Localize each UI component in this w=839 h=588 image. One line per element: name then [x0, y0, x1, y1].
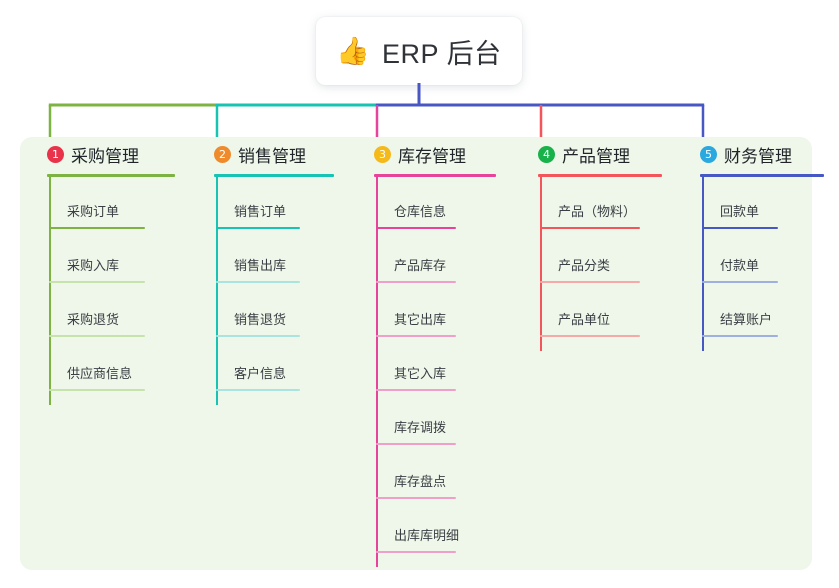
branch-number-badge: 3	[374, 145, 391, 163]
leaf-item[interactable]: 其它入库	[376, 339, 476, 393]
leaf-item[interactable]: 采购订单	[49, 177, 165, 231]
branch-title: 采购管理	[71, 146, 139, 166]
leaf-item-label: 结算账户	[720, 312, 773, 327]
leaf-item-rule	[216, 281, 300, 283]
leaf-item-label: 回款单	[720, 204, 760, 219]
leaf-item-label: 库存盘点	[394, 474, 447, 489]
branch-spine	[702, 177, 704, 351]
branch-column-5: 5 财务管理回款单付款单结算账户	[682, 137, 824, 351]
branch-header-2[interactable]: 2 销售管理	[196, 137, 306, 171]
leaf-item-label: 产品分类	[558, 258, 611, 273]
leaf-item-rule	[540, 335, 640, 337]
leaf-item-rule	[216, 389, 300, 391]
leaf-item-rule	[49, 227, 145, 229]
leaf-item-rule	[376, 389, 456, 391]
leaf-item[interactable]: 销售出库	[216, 231, 320, 285]
branch-title: 财务管理	[724, 146, 792, 166]
root-node-erp-backend[interactable]: 👍 ERP 后台	[316, 17, 522, 85]
leaf-item-rule	[376, 227, 456, 229]
leaf-item[interactable]: 结算账户	[702, 285, 798, 339]
leaf-item[interactable]: 销售退货	[216, 285, 320, 339]
leaf-item[interactable]: 销售订单	[216, 177, 320, 231]
branch-header-3[interactable]: 3 库存管理	[356, 137, 466, 171]
leaf-item-label: 出库库明细	[394, 528, 460, 543]
leaf-item-label: 产品库存	[394, 258, 447, 273]
branch-title: 产品管理	[562, 146, 630, 166]
leaf-item[interactable]: 产品单位	[540, 285, 660, 339]
leaf-item-rule	[376, 551, 456, 553]
leaf-item-rule	[376, 281, 456, 283]
branch-number-badge: 5	[700, 145, 717, 163]
leaf-item[interactable]: 采购退货	[49, 285, 165, 339]
leaf-item-rule	[376, 335, 456, 337]
leaf-item-label: 供应商信息	[67, 366, 133, 381]
leaf-item-label: 库存调拨	[394, 420, 447, 435]
leaf-item-label: 销售出库	[234, 258, 287, 273]
leaf-item[interactable]: 回款单	[702, 177, 798, 231]
leaf-item-rule	[49, 335, 145, 337]
leaf-item-label: 销售订单	[234, 204, 287, 219]
leaf-item-label: 客户信息	[234, 366, 287, 381]
branch-header-5[interactable]: 5 财务管理	[682, 137, 792, 171]
branch-header-rule	[374, 174, 496, 177]
branch-header-4[interactable]: 4 产品管理	[520, 137, 630, 171]
leaf-item-label: 其它入库	[394, 366, 447, 381]
branch-header-rule	[47, 174, 175, 177]
leaf-item[interactable]: 其它出库	[376, 285, 476, 339]
root-node-title: ERP 后台	[382, 38, 502, 69]
branch-title: 库存管理	[398, 146, 466, 166]
leaf-item-label: 付款单	[720, 258, 760, 273]
leaf-item-label: 仓库信息	[394, 204, 447, 219]
leaf-item[interactable]: 仓库信息	[376, 177, 476, 231]
branch-spine	[216, 177, 218, 405]
leaf-item-rule	[702, 227, 778, 229]
leaf-item-label: 其它出库	[394, 312, 447, 327]
branch-spine	[376, 177, 378, 567]
leaf-item[interactable]: 付款单	[702, 231, 798, 285]
branch-column-3: 3 库存管理仓库信息产品库存其它出库其它入库库存调拨库存盘点出库库明细	[356, 137, 496, 567]
leaf-item-label: 采购退货	[67, 312, 120, 327]
leaf-item[interactable]: 产品（物料）	[540, 177, 660, 231]
branch-spine	[49, 177, 51, 405]
branch-number-badge: 2	[214, 145, 231, 163]
leaf-item[interactable]: 出库库明细	[376, 501, 476, 555]
branch-number-badge: 4	[538, 145, 555, 163]
leaf-item-rule	[376, 443, 456, 445]
leaf-item-rule	[540, 227, 640, 229]
branch-spine	[540, 177, 542, 351]
branch-column-2: 2 销售管理销售订单销售出库销售退货客户信息	[196, 137, 334, 405]
leaf-item-rule	[702, 335, 778, 337]
branch-number-badge: 1	[47, 145, 64, 163]
branch-header-1[interactable]: 1 采购管理	[29, 137, 139, 171]
leaf-item-rule	[702, 281, 778, 283]
branch-column-1: 1 采购管理采购订单采购入库采购退货供应商信息	[29, 137, 175, 405]
leaf-item-rule	[49, 281, 145, 283]
leaf-item-rule	[49, 389, 145, 391]
branch-header-rule	[538, 174, 662, 177]
leaf-item-rule	[216, 227, 300, 229]
thumbs-up-icon: 👍	[336, 35, 371, 66]
leaf-item-rule	[540, 281, 640, 283]
leaf-item-rule	[216, 335, 300, 337]
leaf-item[interactable]: 客户信息	[216, 339, 320, 393]
leaf-item[interactable]: 库存调拨	[376, 393, 476, 447]
leaf-item-label: 产品（物料）	[558, 204, 637, 219]
leaf-item[interactable]: 产品库存	[376, 231, 476, 285]
leaf-item[interactable]: 库存盘点	[376, 447, 476, 501]
leaf-item-label: 采购入库	[67, 258, 120, 273]
branch-header-rule	[700, 174, 824, 177]
leaf-item-label: 产品单位	[558, 312, 611, 327]
leaf-item-label: 销售退货	[234, 312, 287, 327]
leaf-item[interactable]: 供应商信息	[49, 339, 165, 393]
leaf-item[interactable]: 产品分类	[540, 231, 660, 285]
leaf-item[interactable]: 采购入库	[49, 231, 165, 285]
leaf-item-label: 采购订单	[67, 204, 120, 219]
leaf-item-rule	[376, 497, 456, 499]
branch-header-rule	[214, 174, 334, 177]
branch-title: 销售管理	[238, 146, 306, 166]
branch-column-4: 4 产品管理产品（物料） 产品分类产品单位	[520, 137, 662, 351]
